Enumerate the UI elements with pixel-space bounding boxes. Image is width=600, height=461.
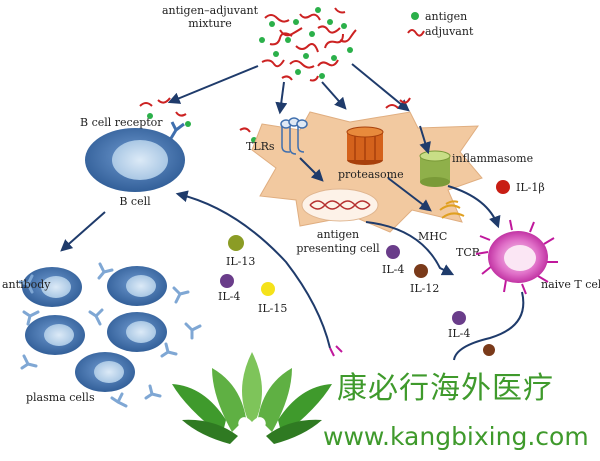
b-cell-receptor-label: B cell receptor bbox=[80, 116, 163, 129]
antigen-adjuvant-mixture bbox=[259, 7, 357, 82]
b-cell-receptor bbox=[168, 121, 185, 141]
legend-antigen-label: antigen bbox=[425, 10, 467, 23]
il12-cytokine bbox=[414, 264, 428, 278]
plasma-cell bbox=[107, 312, 167, 352]
naive-t-cell bbox=[475, 219, 558, 295]
apc-label-line1: antigen bbox=[317, 228, 359, 241]
tlr-to-nucleus-arrow bbox=[299, 157, 324, 182]
naive-t-cell-label: naive T cell bbox=[541, 278, 600, 291]
plasma-cell bbox=[25, 315, 85, 355]
t-help-to-bcell-arrow bbox=[175, 190, 331, 349]
legend: antigen adjuvant bbox=[407, 10, 474, 38]
plasma-cell bbox=[107, 266, 167, 306]
tlr-receptors bbox=[280, 117, 308, 155]
il1b-cytokine bbox=[496, 180, 510, 194]
il4-lower-cytokine bbox=[452, 311, 466, 325]
b-cell-label: B cell bbox=[119, 195, 151, 208]
il15-label: IL-15 bbox=[258, 302, 287, 315]
antibodies bbox=[18, 262, 202, 408]
inflammasome-label: inflammasome bbox=[452, 152, 533, 165]
legend-antigen-marker bbox=[411, 12, 419, 20]
il15-cytokine bbox=[261, 282, 275, 296]
il4-mid-cytokine bbox=[386, 245, 400, 259]
apc-to-il12-arrow bbox=[365, 221, 455, 276]
apc-label-line2: presenting cell bbox=[296, 242, 380, 255]
il4-left-cytokine bbox=[220, 274, 234, 288]
apc-nucleus bbox=[301, 188, 379, 222]
inflammasome bbox=[419, 150, 451, 187]
inflammasome-to-tcell-arrow bbox=[447, 185, 501, 229]
plasma-cell bbox=[22, 267, 82, 307]
il4-left-label: IL-4 bbox=[218, 290, 240, 303]
mixture-label-line1: antigen–adjuvant bbox=[162, 4, 259, 17]
b-cell bbox=[85, 128, 185, 192]
il13-cytokine bbox=[228, 235, 244, 251]
plasma-cells bbox=[22, 266, 167, 392]
legend-adjuvant-marker bbox=[407, 29, 425, 37]
b-to-plasma-arrow bbox=[60, 211, 106, 252]
il13-label: IL-13 bbox=[226, 255, 255, 268]
il4-mid-label: IL-4 bbox=[382, 263, 404, 276]
tcr-label: TCR bbox=[456, 246, 481, 259]
antibody-label: antibody bbox=[2, 278, 51, 291]
proteasome-label: proteasome bbox=[338, 168, 404, 181]
il4-lower-label: IL-4 bbox=[448, 327, 470, 340]
il12-label: IL-12 bbox=[410, 282, 439, 295]
tcell-down-curve bbox=[453, 291, 525, 361]
watermark-url: www.kangbixing.com bbox=[323, 422, 589, 451]
lotus-logo-icon bbox=[172, 352, 332, 444]
mixture-label-line2: mixture bbox=[188, 17, 231, 30]
helper-t-cell-fragment bbox=[329, 345, 343, 357]
watermark-chinese-text: 康必行海外医疗 bbox=[337, 371, 554, 406]
il1b-label: IL-1β bbox=[516, 181, 545, 194]
to-inflammasome-arrow bbox=[419, 125, 431, 155]
legend-adjuvant-label: adjuvant bbox=[425, 25, 474, 38]
mhc-complex bbox=[439, 200, 465, 219]
mixture-arrows bbox=[167, 63, 410, 115]
proteasome bbox=[346, 126, 384, 165]
tlrs-label: TLRs bbox=[246, 140, 275, 153]
il12-lower-cytokine bbox=[483, 344, 495, 356]
to-mhc-arrow bbox=[387, 177, 432, 212]
mhc-label: MHC bbox=[418, 230, 447, 243]
plasma-cells-label: plasma cells bbox=[26, 391, 95, 404]
plasma-cell bbox=[75, 352, 135, 392]
